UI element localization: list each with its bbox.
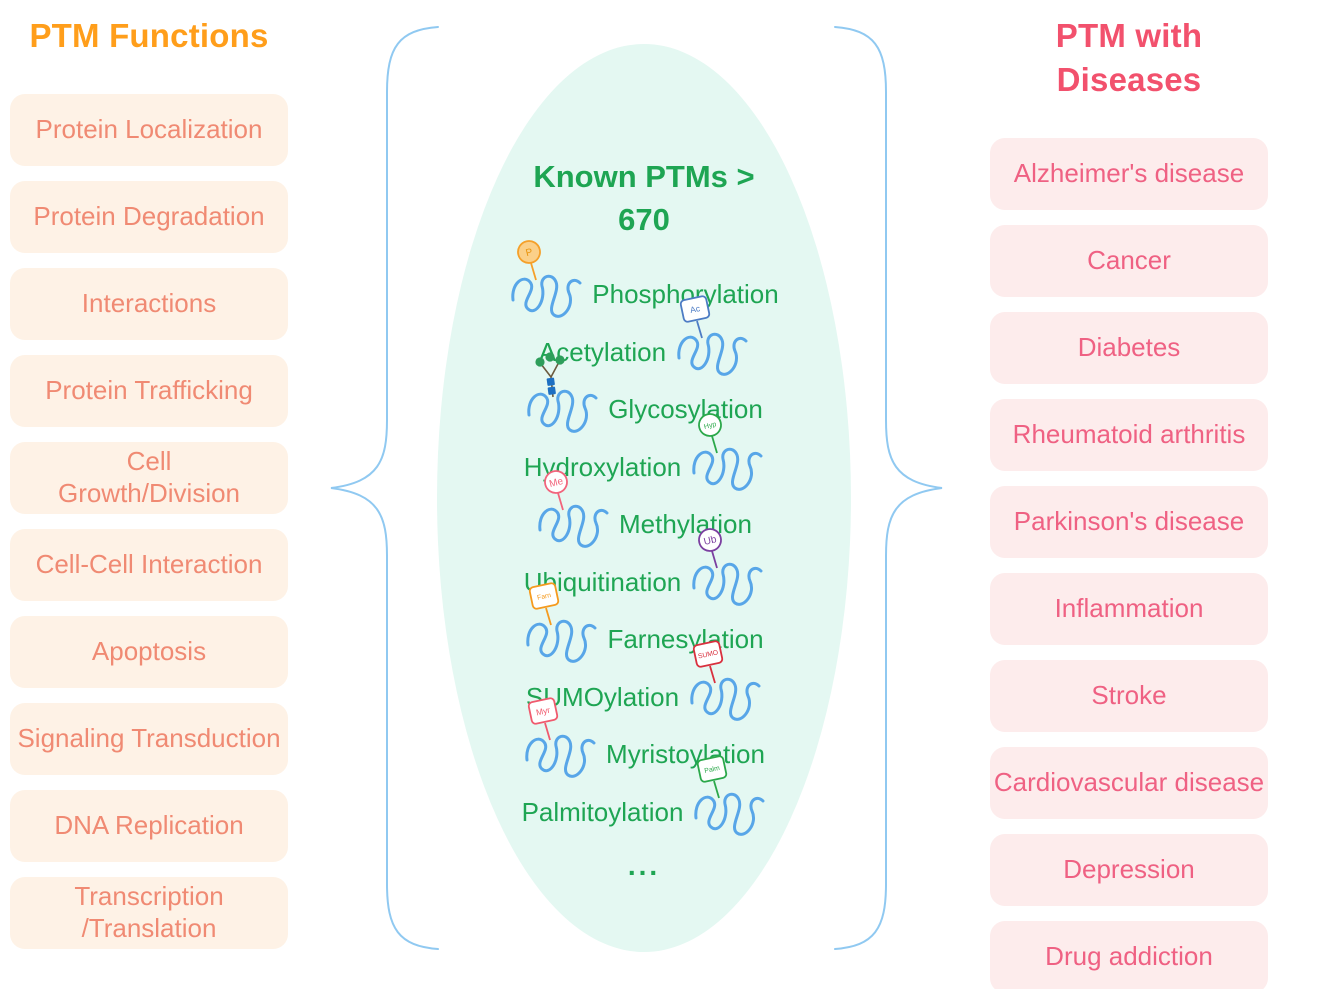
left-brace xyxy=(330,26,439,950)
list-item-label: Cell-Cell Interaction xyxy=(35,549,263,580)
list-item-label: Drug addiction xyxy=(1045,941,1213,972)
ptm-diseases-title: PTM with Diseases xyxy=(1055,17,1203,98)
ptm-label: Myristoylation xyxy=(606,739,765,770)
flag-square-icon: Palm xyxy=(697,755,728,783)
protein-scribble-icon xyxy=(525,352,599,438)
ptm-row: SUMOylation SUMO xyxy=(437,640,851,727)
protein-scribble-icon: Palm xyxy=(692,755,766,841)
list-item-label: Cancer xyxy=(1087,245,1171,276)
ptm-row: Myr Myristoylation xyxy=(437,697,851,784)
flag-square-icon: Farn xyxy=(529,582,560,610)
ptm-row: P Phosphorylation xyxy=(437,240,851,324)
glycan-icon xyxy=(535,352,565,398)
flag-circle-icon: Hyp xyxy=(698,412,723,437)
list-item: Parkinson's disease xyxy=(990,486,1268,558)
list-item: Signaling Transduction xyxy=(10,703,288,775)
ptm-row: Palmitoylation Palm xyxy=(437,755,851,842)
ptm-label: Palmitoylation xyxy=(521,796,684,827)
list-item: Inflammation xyxy=(990,573,1268,645)
ptm-functions-title: PTM Functions xyxy=(29,17,269,54)
list-item-label: Interactions xyxy=(81,288,217,319)
list-item-label: Inflammation xyxy=(1054,593,1204,624)
flag-circle-icon: Ub xyxy=(698,527,723,552)
protein-scribble-icon: Me xyxy=(536,470,610,553)
list-item: DNA Replication xyxy=(10,790,288,862)
ptm-row: Ubiquitination Ub xyxy=(437,527,851,612)
list-item-label: Parkinson's disease xyxy=(1013,506,1245,537)
list-item: Rheumatoid arthritis xyxy=(990,399,1268,471)
list-item-label: Depression xyxy=(1063,854,1195,885)
svg-text:Ub: Ub xyxy=(703,534,718,548)
flag-square-icon: Ac xyxy=(679,295,711,323)
list-item: Protein Degradation xyxy=(10,181,288,253)
ptm-label: Farnesylation xyxy=(607,624,764,655)
known-ptms-ellipse xyxy=(437,44,851,952)
list-item: Protein Trafficking xyxy=(10,355,288,427)
list-item: Diabetes xyxy=(990,312,1268,384)
svg-text:Palm: Palm xyxy=(704,765,721,775)
list-item: Drug addiction xyxy=(990,921,1268,989)
list-item-label: Protein Localization xyxy=(35,114,263,145)
protein-scribble-icon: Myr xyxy=(523,697,597,783)
ptm-row: Acetylation Ac xyxy=(437,295,851,382)
protein-scribble-icon: Ub xyxy=(690,527,764,611)
ptm-row: Glycosylation xyxy=(437,352,851,439)
svg-text:P: P xyxy=(525,247,534,259)
ptm-row: Hydroxylation Hyp xyxy=(437,412,851,497)
list-item-label: Stroke xyxy=(1091,680,1167,711)
protein-scribble-icon: Farn xyxy=(524,582,598,668)
list-item-label: Apoptosis xyxy=(91,636,207,667)
list-item: Cell Growth/Division xyxy=(10,442,288,514)
svg-text:SUMO: SUMO xyxy=(698,649,719,660)
list-item: Stroke xyxy=(990,660,1268,732)
list-item-label: Protein Degradation xyxy=(33,201,265,232)
list-item-label: Diabetes xyxy=(1077,332,1181,363)
list-item: Depression xyxy=(990,834,1268,906)
svg-text:Farn: Farn xyxy=(537,592,552,602)
flag-square-icon: SUMO xyxy=(692,640,724,668)
ptm-label: Glycosylation xyxy=(608,394,763,425)
list-item: Interactions xyxy=(10,268,288,340)
protein-scribble-icon: Hyp xyxy=(690,412,764,496)
list-item: Alzheimer's disease xyxy=(990,138,1268,210)
list-item: Transcription /Translation xyxy=(10,877,288,949)
list-item-label: Protein Trafficking xyxy=(45,375,253,406)
svg-text:Me: Me xyxy=(548,476,565,490)
list-item: Protein Localization xyxy=(10,94,288,166)
svg-text:Ac: Ac xyxy=(689,303,702,315)
list-item: Cancer xyxy=(990,225,1268,297)
known-ptms-title-line1: Known PTMs > xyxy=(533,159,755,194)
flag-circle-icon: P xyxy=(517,240,542,265)
protein-scribble-icon: P xyxy=(509,240,583,323)
list-item-label: Transcription /Translation xyxy=(74,881,224,943)
ptm-row: Farn Farnesylation xyxy=(437,582,851,669)
list-item-label: Cell Growth/Division xyxy=(57,446,241,508)
list-item-label: Cardiovascular disease xyxy=(993,767,1265,798)
svg-text:Hyp: Hyp xyxy=(704,421,718,431)
known-ptms-title-line2: 670 xyxy=(618,201,670,237)
ptm-label: Methylation xyxy=(619,509,752,540)
known-ptms-title: Known PTMs > 670 xyxy=(437,156,851,242)
list-item: Cardiovascular disease xyxy=(990,747,1268,819)
more-ptms-ellipsis: ... xyxy=(627,850,661,881)
list-item-label: Alzheimer's disease xyxy=(1013,158,1245,189)
ptm-row: Me Methylation xyxy=(437,470,851,554)
right-brace xyxy=(834,26,943,950)
protein-scribble-icon: Ac xyxy=(675,295,749,381)
list-item: Apoptosis xyxy=(10,616,288,688)
protein-scribble-icon: SUMO xyxy=(688,640,762,726)
list-item-label: DNA Replication xyxy=(54,810,244,841)
svg-text:Myr: Myr xyxy=(535,705,551,718)
list-item: Cell-Cell Interaction xyxy=(10,529,288,601)
flag-square-icon: Myr xyxy=(527,697,559,725)
flag-circle-icon: Me xyxy=(544,470,568,495)
list-item-label: Rheumatoid arthritis xyxy=(1012,419,1246,450)
list-item-label: Signaling Transduction xyxy=(17,723,281,754)
